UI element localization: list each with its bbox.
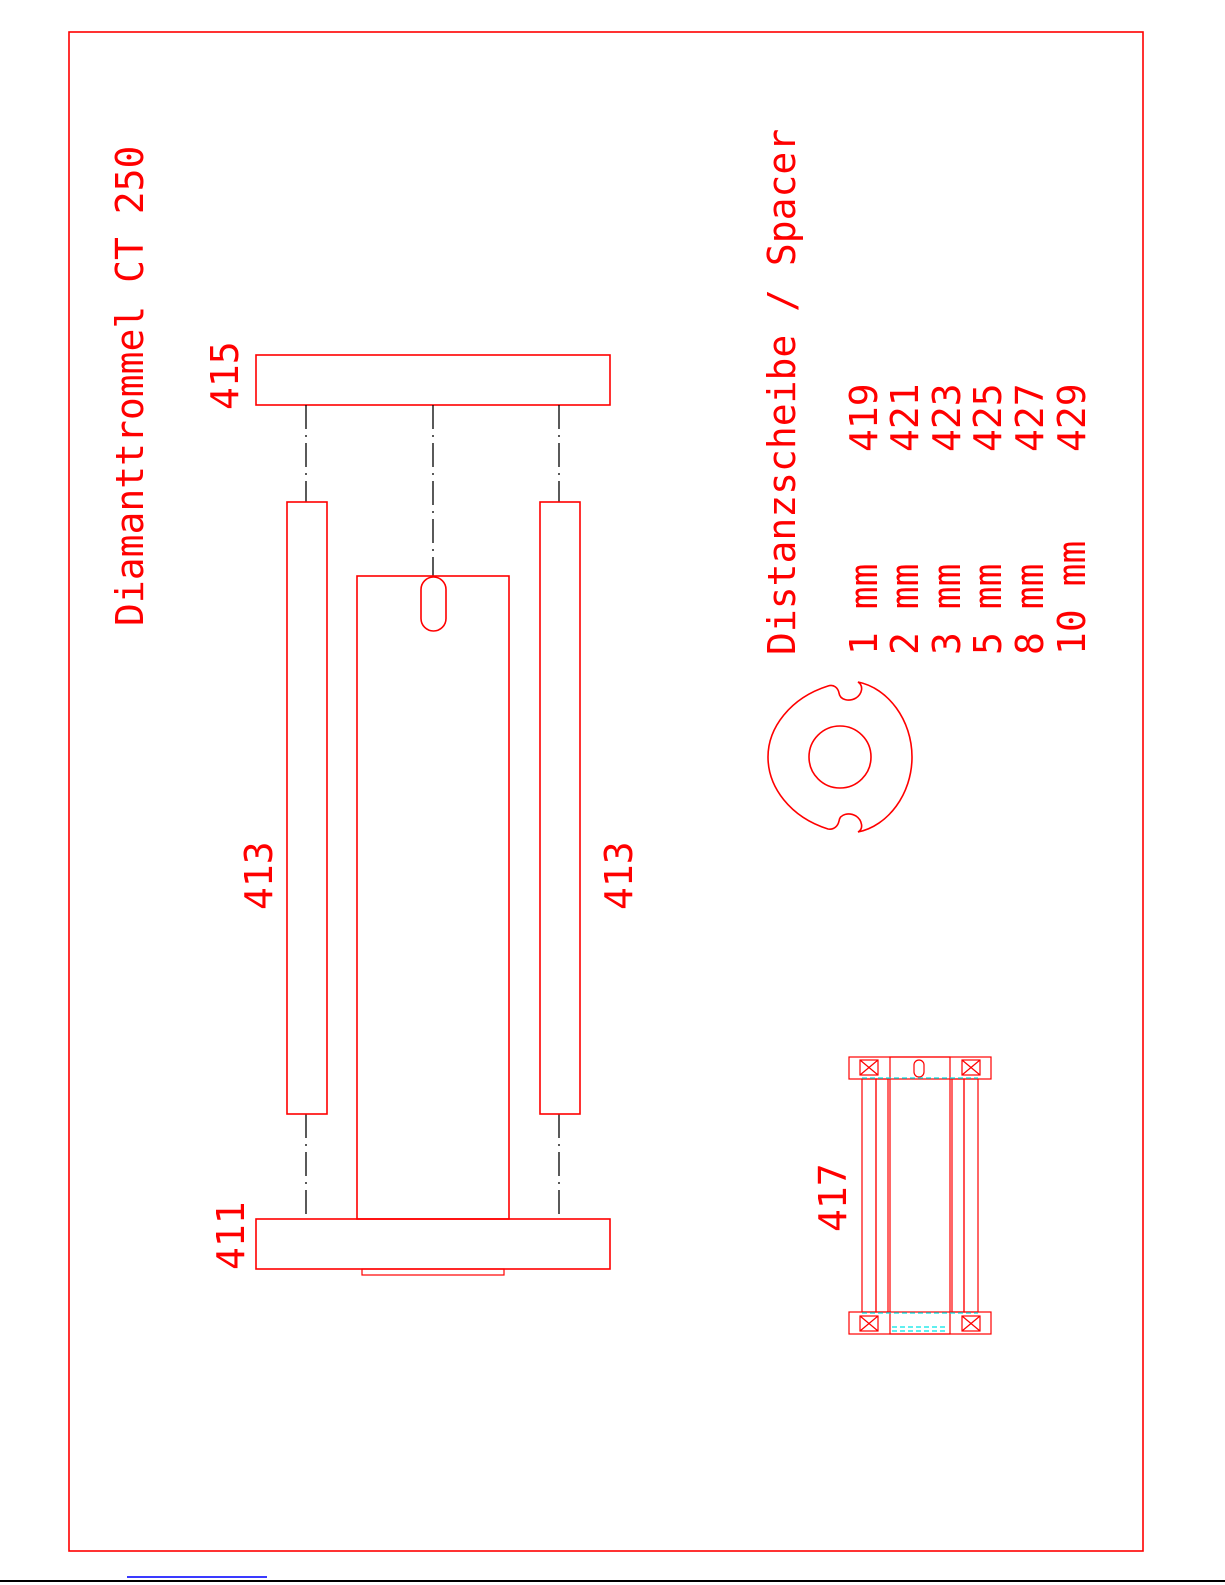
page-edge-tab <box>127 1576 267 1578</box>
left-bar-413 <box>287 502 327 1114</box>
right-bar-413 <box>540 502 580 1114</box>
center-lines <box>306 405 559 1219</box>
top-plate-415 <box>256 355 610 405</box>
spacer-part-number: 421 <box>883 383 927 452</box>
spacer-size: 8 mm <box>1008 563 1052 655</box>
spacer-part-number: 419 <box>842 383 886 452</box>
spacer-size-column: 1 mm 2 mm 3 mm 5 mm 8 mm 10 mm <box>842 541 1094 655</box>
spacer-washer <box>768 682 912 832</box>
label-413-right: 413 <box>597 841 641 910</box>
spacer-part-column: 419 421 423 425 427 429 <box>842 383 1094 452</box>
spacer-size: 3 mm <box>925 563 969 655</box>
drawing-frame <box>69 32 1143 1551</box>
drawing-title: Diamanttrommel CT 250 <box>108 146 152 626</box>
center-body <box>357 576 509 1219</box>
label-415: 415 <box>203 341 247 410</box>
label-411: 411 <box>209 1201 253 1270</box>
spacer-size: 5 mm <box>966 563 1010 655</box>
spacer-size: 10 mm <box>1050 541 1094 655</box>
page-edge-line <box>0 1580 1225 1582</box>
spacer-size: 1 mm <box>842 563 886 655</box>
spacer-heading: Distanzscheibe / Spacer <box>760 129 804 655</box>
label-413-left: 413 <box>237 841 281 910</box>
label-417: 417 <box>811 1163 855 1232</box>
spacer-part-number: 427 <box>1008 383 1052 452</box>
spacer-part-number: 423 <box>925 383 969 452</box>
spacer-size: 2 mm <box>883 563 927 655</box>
spacer-part-number: 425 <box>966 383 1010 452</box>
bottom-plate-411 <box>256 1219 610 1275</box>
assembly-417 <box>849 1057 991 1334</box>
spacer-part-number: 429 <box>1050 383 1094 452</box>
